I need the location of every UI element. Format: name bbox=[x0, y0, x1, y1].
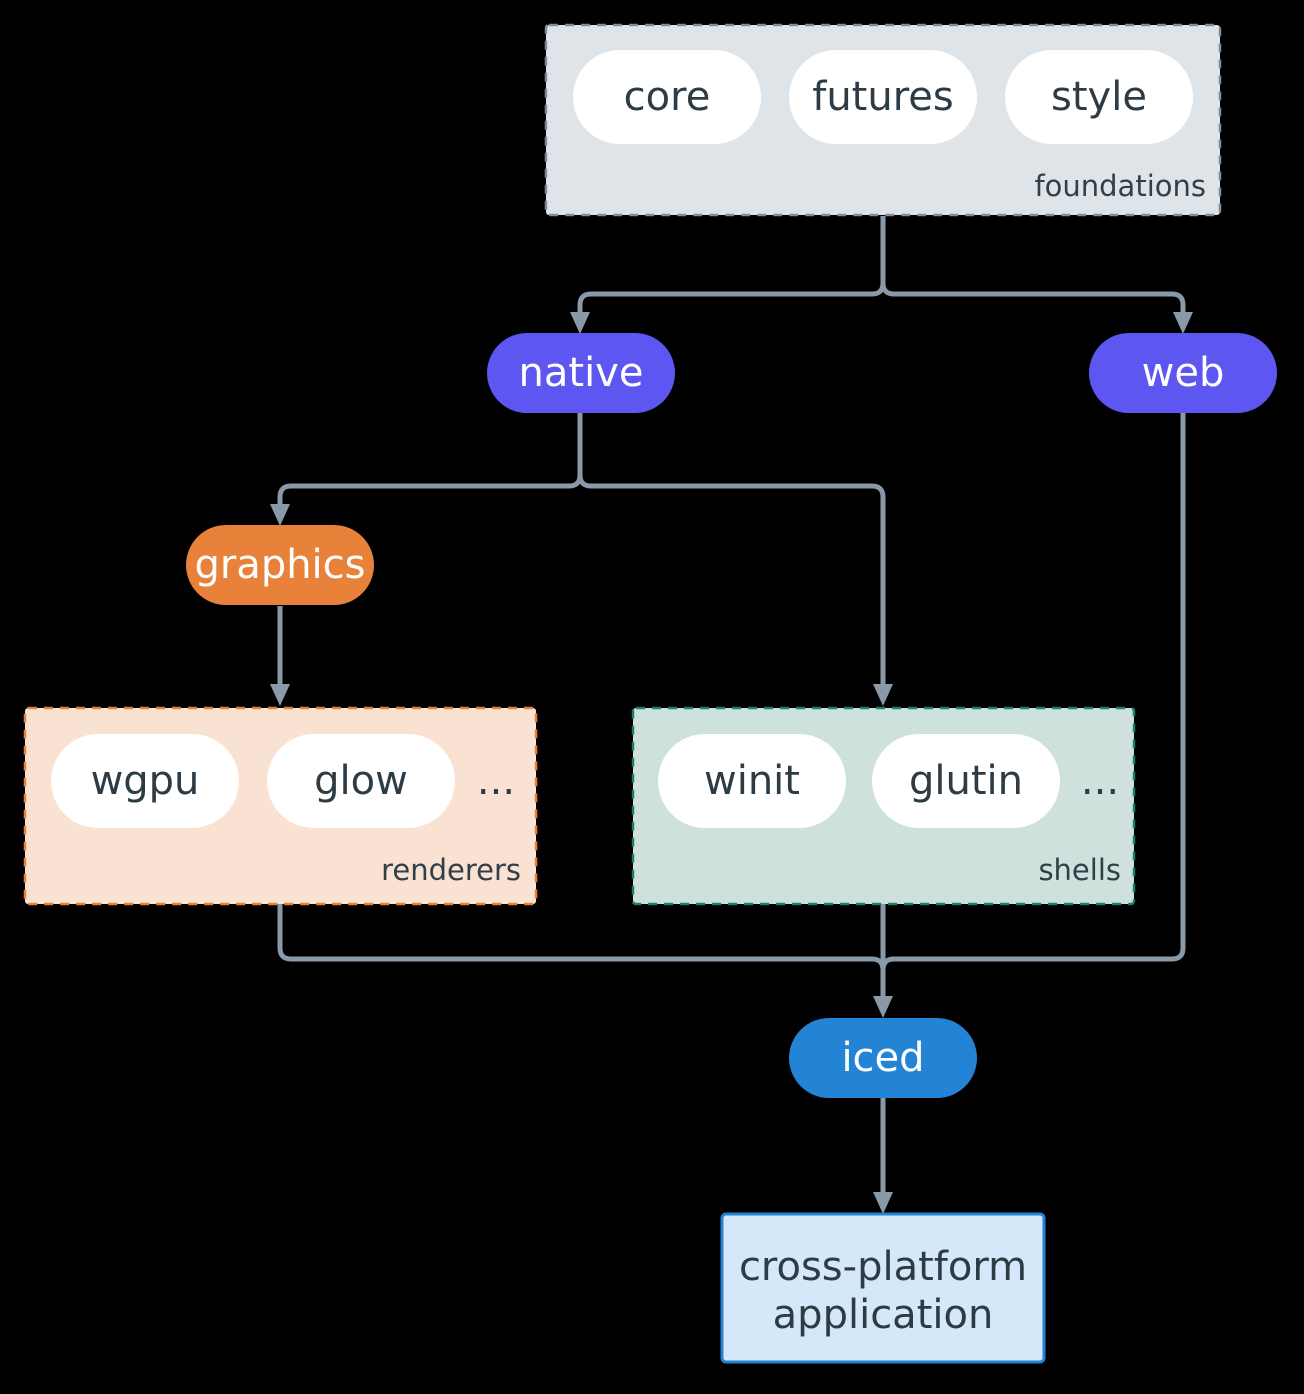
group-renderers-label: renderers bbox=[381, 853, 521, 887]
edge-foundations-to-web bbox=[880, 282, 1186, 318]
node-iced[interactable]: iced bbox=[789, 1018, 977, 1098]
node-application[interactable]: cross-platform application bbox=[720, 1212, 1046, 1364]
node-application-label-line1: cross-platform bbox=[739, 1244, 1027, 1290]
node-graphics-label: graphics bbox=[194, 542, 365, 588]
node-graphics-shape bbox=[186, 525, 374, 605]
node-core-shape bbox=[573, 50, 761, 144]
node-wgpu-label: wgpu bbox=[91, 758, 200, 804]
group-foundations[interactable]: core futures style foundations bbox=[544, 23, 1222, 217]
node-web-shape bbox=[1089, 333, 1277, 413]
node-wgpu[interactable]: wgpu bbox=[51, 734, 239, 828]
node-futures[interactable]: futures bbox=[789, 50, 977, 144]
arrowhead-shells bbox=[873, 684, 893, 706]
node-core-label: core bbox=[624, 74, 711, 120]
arrowhead-iced bbox=[873, 996, 893, 1018]
node-native[interactable]: native bbox=[487, 333, 675, 413]
node-core[interactable]: core bbox=[573, 50, 761, 144]
node-style[interactable]: style bbox=[1005, 50, 1193, 144]
node-iced-shape bbox=[789, 1018, 977, 1098]
arrowhead-native bbox=[570, 312, 590, 334]
group-shells-label: shells bbox=[1038, 853, 1121, 887]
node-iced-label: iced bbox=[841, 1035, 924, 1081]
node-native-label: native bbox=[519, 350, 644, 396]
node-graphics[interactable]: graphics bbox=[186, 525, 374, 605]
node-winit[interactable]: winit bbox=[658, 734, 846, 828]
node-glutin[interactable]: glutin bbox=[872, 734, 1060, 828]
edge-foundations-split bbox=[577, 216, 886, 318]
node-style-label: style bbox=[1051, 74, 1147, 120]
group-renderers[interactable]: wgpu glow ... renderers bbox=[23, 706, 538, 906]
arrowhead-graphics bbox=[270, 504, 290, 526]
node-glutin-shape bbox=[872, 734, 1060, 828]
node-renderers-more-label: ... bbox=[477, 758, 515, 804]
node-glow[interactable]: glow bbox=[267, 734, 455, 828]
node-glow-shape bbox=[267, 734, 455, 828]
node-wgpu-shape bbox=[51, 734, 239, 828]
node-web-label: web bbox=[1142, 350, 1225, 396]
node-winit-label: winit bbox=[704, 758, 800, 804]
group-shells[interactable]: winit glutin ... shells bbox=[631, 706, 1136, 906]
edge-layer bbox=[270, 216, 1193, 1214]
node-application-label-line2: application bbox=[773, 1292, 994, 1338]
edge-native-split bbox=[277, 412, 583, 510]
edge-native-to-shells bbox=[577, 474, 886, 690]
arrowhead-web bbox=[1173, 312, 1193, 334]
arrowhead-renderers bbox=[270, 684, 290, 706]
node-futures-label: futures bbox=[812, 74, 953, 120]
node-web[interactable]: web bbox=[1089, 333, 1277, 413]
node-style-shape bbox=[1005, 50, 1193, 144]
node-native-shape bbox=[487, 333, 675, 413]
node-glutin-label: glutin bbox=[909, 758, 1023, 804]
node-futures-shape bbox=[789, 50, 977, 144]
edge-renderers-to-iced bbox=[277, 904, 886, 1000]
node-glow-label: glow bbox=[314, 758, 408, 804]
node-winit-shape bbox=[658, 734, 846, 828]
edge-web-to-iced bbox=[880, 410, 1186, 1000]
node-shells-more-label: ... bbox=[1081, 758, 1119, 804]
group-foundations-label: foundations bbox=[1034, 169, 1206, 203]
node-application-shape bbox=[720, 1212, 1046, 1364]
arrowhead-application bbox=[873, 1192, 893, 1214]
